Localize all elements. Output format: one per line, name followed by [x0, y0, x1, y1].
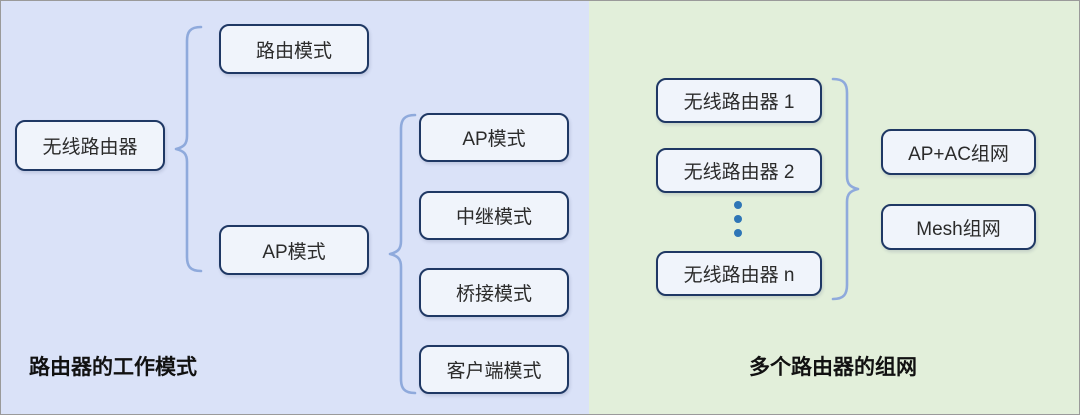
- node-router-n: 无线路由器 n: [656, 251, 822, 296]
- ellipsis-dot: [734, 229, 742, 237]
- node-ap-ac-network: AP+AC组网: [881, 129, 1036, 175]
- node-router-1: 无线路由器 1: [656, 78, 822, 123]
- node-client-mode: 客户端模式: [419, 345, 569, 394]
- node-bridge-mode: 桥接模式: [419, 268, 569, 317]
- node-ap-mode: AP模式: [419, 113, 569, 162]
- brace-level1: [174, 25, 203, 273]
- node-mesh-network: Mesh组网: [881, 204, 1036, 250]
- right-panel-title: 多个路由器的组网: [749, 356, 917, 379]
- node-relay-mode: 中继模式: [419, 191, 569, 240]
- brace-level2: [388, 113, 417, 395]
- node-wireless-router: 无线路由器: [15, 120, 165, 171]
- vertical-ellipsis-icon: [734, 201, 742, 237]
- brace-grouping: [831, 77, 860, 301]
- node-router-2: 无线路由器 2: [656, 148, 822, 193]
- left-panel-title: 路由器的工作模式: [29, 356, 197, 379]
- ellipsis-dot: [734, 201, 742, 209]
- node-ap-mode-parent: AP模式: [219, 225, 369, 275]
- node-routing-mode: 路由模式: [219, 24, 369, 74]
- ellipsis-dot: [734, 215, 742, 223]
